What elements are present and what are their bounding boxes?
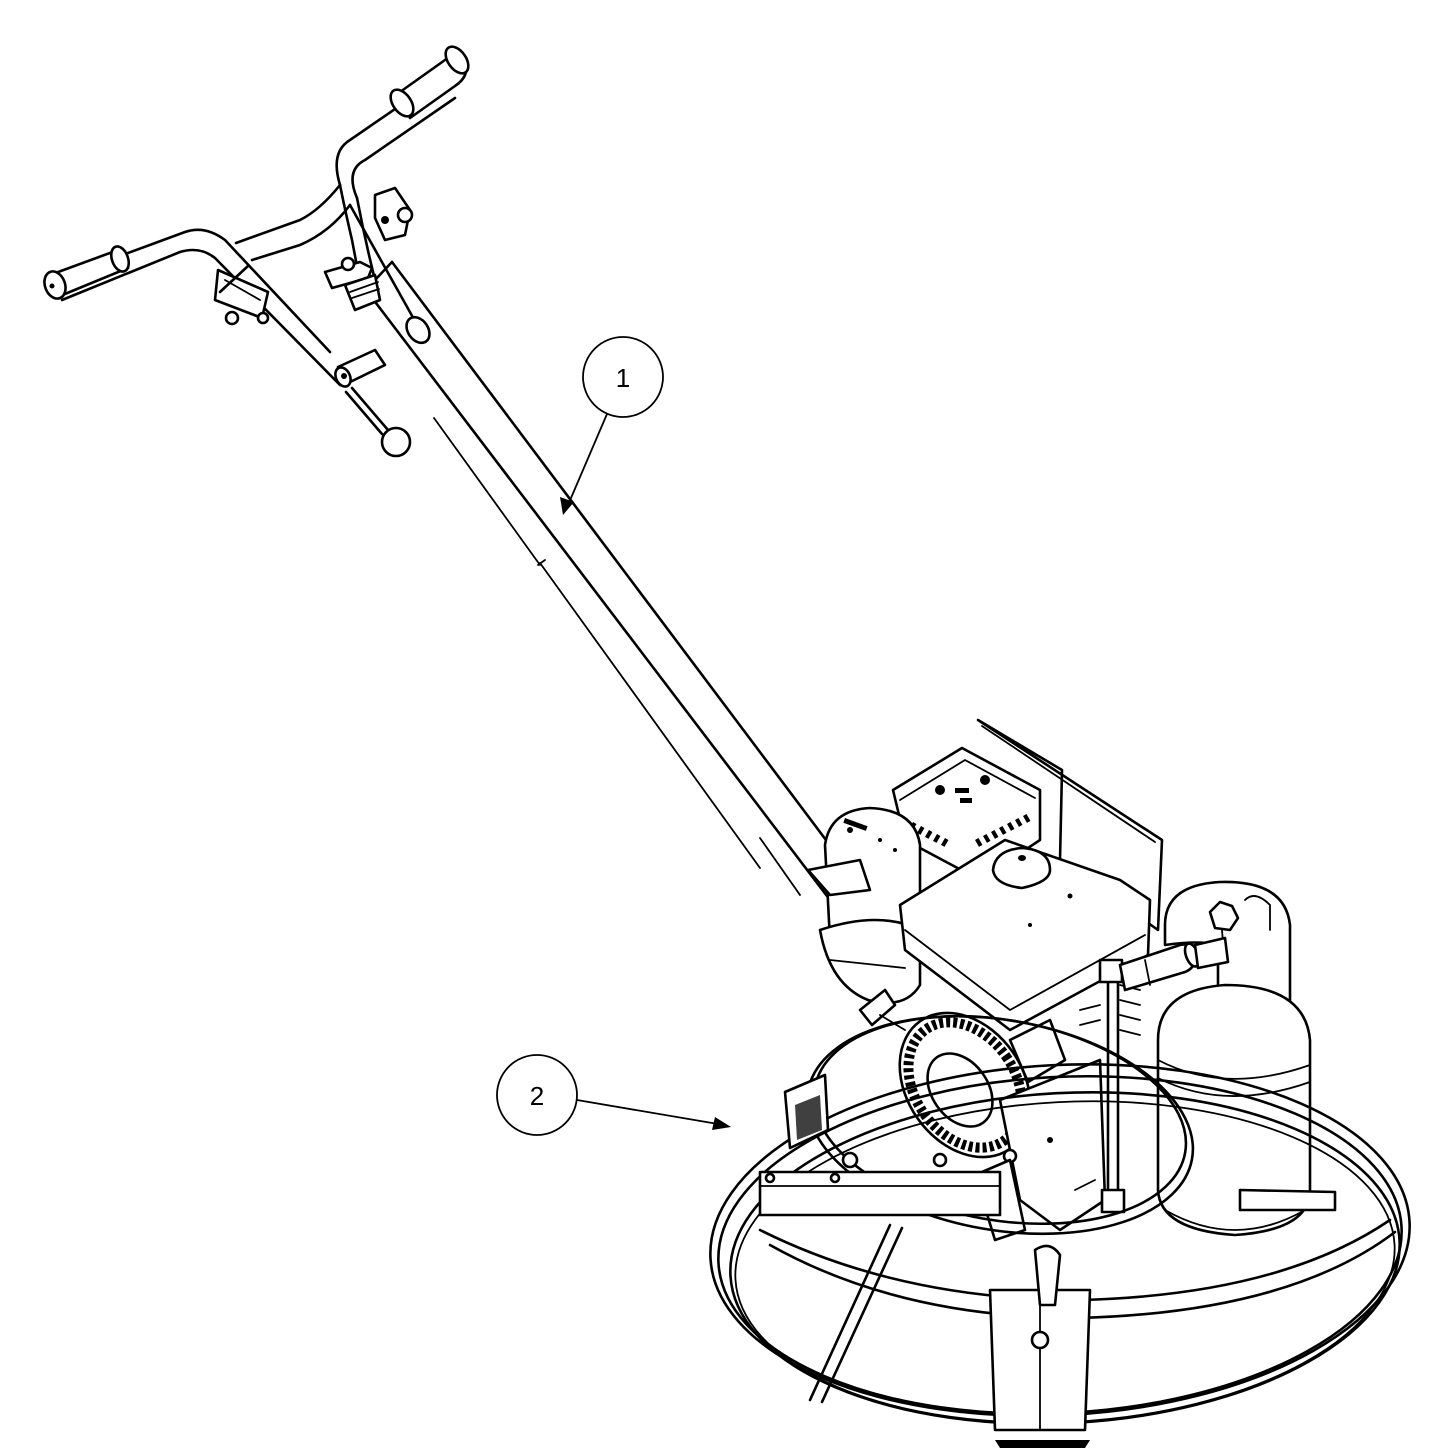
throttle-lever xyxy=(213,264,270,326)
callout-1-circle xyxy=(582,336,664,418)
fuel-cap xyxy=(991,846,1052,890)
callout-2-number: 2 xyxy=(530,1081,544,1111)
tank-valve xyxy=(1208,900,1240,956)
pitch-control-crank xyxy=(323,256,382,312)
callout-2: 2 xyxy=(496,1054,731,1136)
callout-2-leader xyxy=(576,1099,719,1125)
cooling-fins xyxy=(1079,984,1141,1036)
callout-1-leader xyxy=(567,413,608,506)
trowel-blades xyxy=(758,1151,1337,1432)
callout-1-arrowhead xyxy=(560,497,574,515)
air-cleaner xyxy=(806,806,922,1005)
callout-1: 1 xyxy=(560,336,664,515)
propane-regulator-hose xyxy=(1118,936,1230,992)
trowel-base-and-guard-ring-assembly xyxy=(709,1014,1411,1448)
handle-assembly xyxy=(43,45,858,902)
propane-tank xyxy=(1156,880,1312,1237)
callout-1-number: 1 xyxy=(616,363,630,393)
callout-2-circle xyxy=(496,1054,578,1136)
callout-2-arrowhead xyxy=(712,1117,731,1130)
cable-clamp xyxy=(373,186,414,242)
engine xyxy=(806,718,1164,1242)
lock-lever xyxy=(334,348,412,458)
